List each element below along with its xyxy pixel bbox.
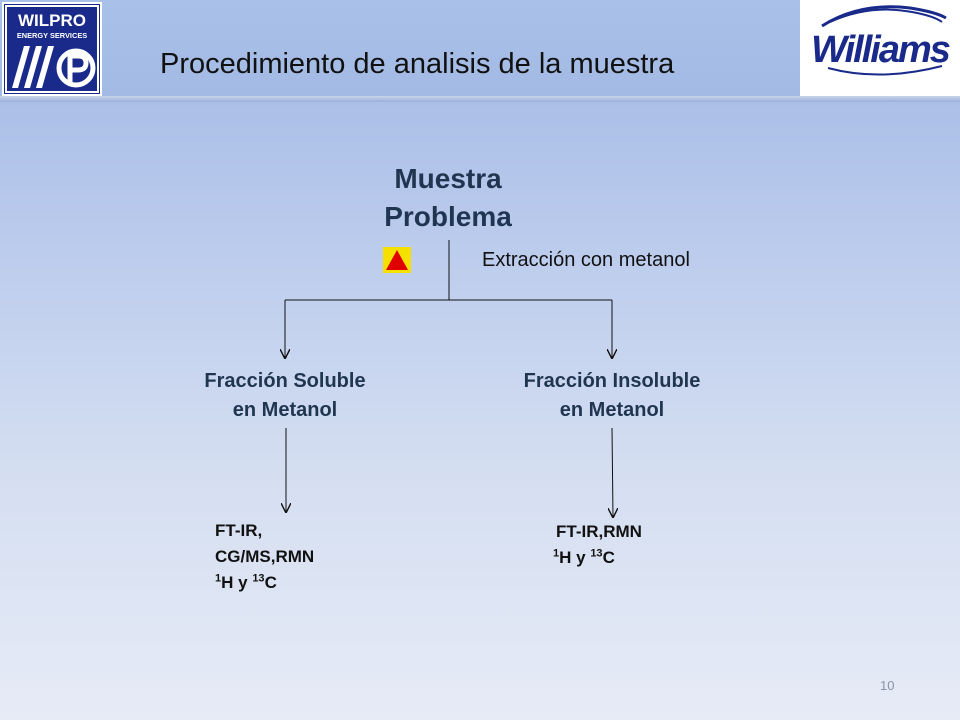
node-soluble-line2: en Metanol — [232, 399, 338, 421]
page-title: Procedimiento de analisis de la muestra — [160, 48, 675, 80]
page-number: 10 — [880, 678, 895, 693]
wilpro-logo-subtext: ENERGY SERVICES — [17, 31, 87, 40]
node-insoluble-line1: Fracción Insoluble — [523, 370, 701, 392]
wilpro-logo: WILPRO ENERGY SERVICES — [2, 2, 102, 96]
leaf-soluble-line1: FT-IR, — [215, 521, 263, 540]
root-node-line2: Problema — [384, 201, 512, 232]
node-fraccion-soluble: Fracción Soluble en Metanol — [186, 367, 384, 425]
root-node-line1: Muestra — [394, 163, 502, 194]
leaf-soluble-line3: 1H y 13C — [215, 572, 277, 592]
edge-label-extraccion: Extracción con metanol — [482, 249, 690, 271]
leaf-insoluble-line1: FT-IR,RMN — [556, 522, 642, 541]
node-insoluble-line2: en Metanol — [559, 399, 665, 421]
leaf-insoluble-analysis: FT-IR,RMN 1H y 13C — [553, 519, 642, 571]
header-rule — [0, 96, 960, 102]
leaf-insoluble-line2: 1H y 13C — [553, 547, 615, 567]
wilpro-logo-text: WILPRO — [18, 11, 86, 30]
arrow-to-insoluble-analysis — [612, 427, 613, 517]
warning-triangle-icon — [383, 247, 411, 273]
leaf-soluble-analysis: FT-IR, CG/MS,RMN 1H y 13C — [215, 518, 314, 596]
root-node-muestra-problema: Muestra Problema — [348, 160, 548, 236]
williams-logo: Williams — [800, 0, 960, 96]
node-soluble-line1: Fracción Soluble — [204, 370, 366, 392]
leaf-soluble-line2: CG/MS,RMN — [215, 547, 315, 566]
node-fraccion-insoluble: Fracción Insoluble en Metanol — [497, 367, 727, 425]
williams-logo-text: Williams — [811, 29, 950, 71]
